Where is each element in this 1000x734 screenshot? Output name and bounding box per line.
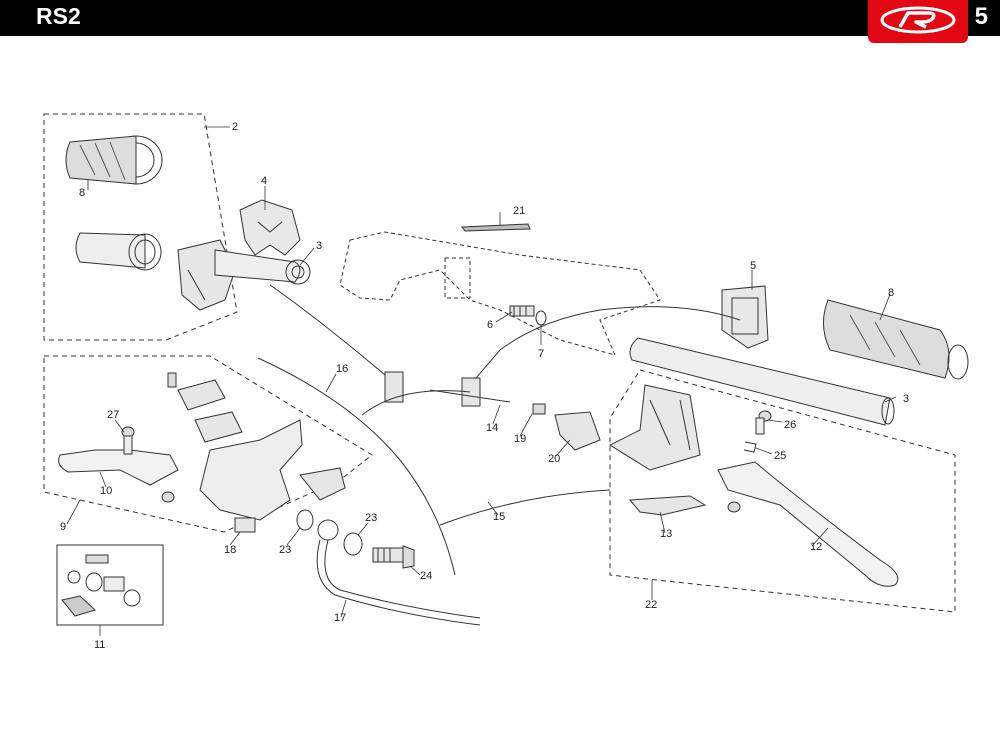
part-label: 18 bbox=[224, 544, 236, 556]
washer-7 bbox=[535, 310, 547, 326]
right-handlebar-3 bbox=[629, 337, 895, 426]
clutch-lever-12 bbox=[717, 461, 899, 587]
decal-21 bbox=[461, 223, 531, 232]
right-grip-8 bbox=[823, 299, 969, 380]
brake-hose-17 bbox=[316, 539, 481, 626]
nut-10 bbox=[161, 491, 175, 503]
washer-23-left bbox=[296, 509, 314, 531]
model-title: RS2 bbox=[36, 3, 81, 29]
part-label: 9 bbox=[60, 521, 66, 533]
part-label: 8 bbox=[888, 287, 894, 299]
clip-25 bbox=[743, 441, 757, 453]
brake-lever-10 bbox=[58, 449, 179, 486]
switch-18 bbox=[234, 517, 256, 533]
bolt-27 bbox=[121, 426, 135, 455]
part-label: 13 bbox=[660, 528, 672, 540]
clutch-perch-detail bbox=[649, 399, 691, 451]
part-label: 23 bbox=[365, 512, 377, 524]
part-label: 3 bbox=[903, 393, 909, 405]
part-label: 8 bbox=[79, 187, 85, 199]
clutch-cable-15 bbox=[439, 489, 611, 526]
cable-upper bbox=[361, 390, 471, 416]
reservoir-cap bbox=[177, 379, 226, 411]
left-grip-8 bbox=[65, 135, 163, 185]
fairing-bracket bbox=[339, 231, 661, 356]
part-13 bbox=[628, 495, 707, 516]
part-label: 19 bbox=[514, 433, 526, 445]
part-label: 20 bbox=[548, 453, 560, 465]
fairing-bracket-tab bbox=[444, 257, 471, 299]
page-number: 5 bbox=[974, 3, 988, 30]
part-label: 2 bbox=[232, 121, 238, 133]
nut-13b bbox=[727, 501, 741, 513]
washer-23-right bbox=[343, 532, 363, 556]
left-switch-4 bbox=[239, 199, 301, 256]
screw-26 bbox=[755, 410, 772, 435]
part-label: 14 bbox=[486, 422, 498, 434]
master-cylinder bbox=[199, 419, 303, 521]
part-label: 3 bbox=[316, 240, 322, 252]
part-label: 4 bbox=[261, 175, 267, 187]
part-label: 24 bbox=[420, 570, 432, 582]
r-logo-icon bbox=[880, 6, 956, 34]
banjo-ring bbox=[317, 519, 339, 541]
bolt-6 bbox=[509, 305, 535, 317]
exploded-parts-diagram: 2 8 4 3 21 5 8 6 7 16 27 10 9 14 19 20 3… bbox=[43, 113, 969, 651]
part-label: 25 bbox=[774, 450, 786, 462]
part-label: 15 bbox=[493, 511, 505, 523]
right-switch-5 bbox=[721, 285, 769, 349]
banjo-bolt-24 bbox=[372, 545, 415, 569]
left-handlebar-3 bbox=[214, 249, 311, 285]
adjuster-19 bbox=[532, 403, 546, 415]
throttle-tube bbox=[75, 232, 162, 271]
cable-14 bbox=[429, 389, 511, 403]
part-label: 10 bbox=[100, 485, 112, 497]
part-label: 5 bbox=[750, 260, 756, 272]
part-label: 17 bbox=[334, 612, 346, 624]
part-label: 16 bbox=[336, 363, 348, 375]
switch-cable-right bbox=[469, 306, 741, 386]
part-label: 26 bbox=[784, 419, 796, 431]
part-label: 21 bbox=[513, 205, 525, 217]
bracket-20 bbox=[554, 411, 601, 451]
reservoir-bolt bbox=[167, 372, 177, 388]
part-label: 6 bbox=[487, 319, 493, 331]
header-bar: RS2 5 bbox=[0, 0, 1000, 43]
connector-right bbox=[461, 377, 481, 407]
group-22-outline bbox=[609, 369, 956, 613]
group-2-outline bbox=[43, 113, 238, 341]
seal-kit-11 bbox=[61, 554, 141, 617]
throttle-cable-16 bbox=[257, 357, 456, 576]
brand-logo bbox=[868, 0, 968, 43]
part-label: 23 bbox=[279, 544, 291, 556]
brake-hose-17b bbox=[324, 539, 481, 619]
group-11-outline bbox=[56, 544, 164, 626]
connector-left bbox=[384, 371, 404, 403]
clutch-perch bbox=[608, 384, 701, 471]
reservoir-body bbox=[194, 411, 243, 443]
part-label: 12 bbox=[810, 541, 822, 553]
part-label: 11 bbox=[94, 639, 105, 651]
part-label: 22 bbox=[645, 599, 657, 611]
switch-cable-left bbox=[269, 284, 401, 396]
part-label: 27 bbox=[107, 409, 119, 421]
part-label: 7 bbox=[538, 348, 544, 360]
clamp-bracket bbox=[299, 467, 346, 501]
